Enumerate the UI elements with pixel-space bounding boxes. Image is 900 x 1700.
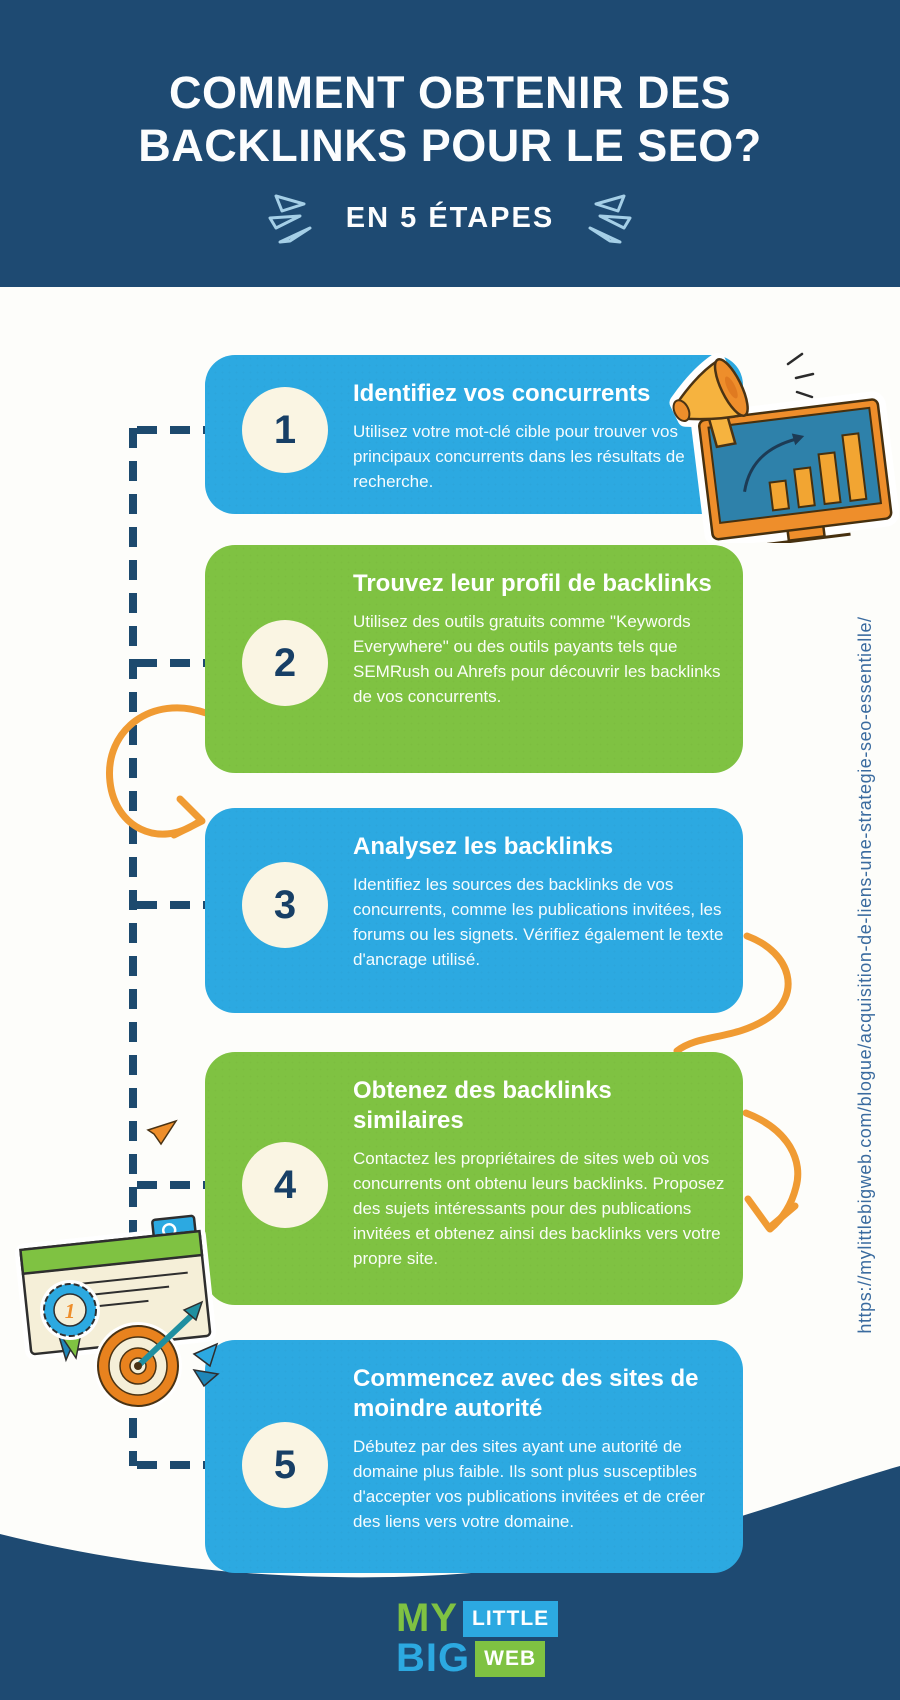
step-number-badge: 5: [242, 1422, 328, 1508]
curved-connector-right-icon: [673, 932, 792, 1055]
step-title: Commencez avec des sites de moindre auto…: [353, 1365, 699, 1422]
page-title: COMMENT OBTENIR DES BACKLINKS POUR LE SE…: [138, 67, 762, 171]
curved-arrow-left-icon: [106, 704, 210, 838]
burst-left-icon: [268, 194, 312, 244]
dart-icon: [135, 1313, 194, 1369]
step-description: Débutez par des sites ayant une autorité…: [353, 1437, 705, 1531]
bar-chart-icon: [768, 432, 868, 512]
logo-little: LITTLE: [463, 1600, 559, 1637]
award-ribbon-icon: 1: [40, 1280, 100, 1363]
step-description: Utilisez des outils gratuits comme "Keyw…: [353, 612, 721, 706]
brand-logo: MY LITTLE BIG WEB: [396, 1596, 559, 1680]
award-number: 1: [65, 1299, 76, 1323]
megaphone-icon: [672, 358, 749, 449]
step-title: Obtenez des backlinks similaires: [353, 1077, 612, 1134]
step-description: Identifiez les sources des backlinks de …: [353, 875, 724, 969]
step-description: Contactez les propriétaires de sites web…: [353, 1149, 725, 1268]
monitor-icon: [698, 398, 893, 543]
burst-right-icon: [588, 194, 632, 244]
header-banner: COMMENT OBTENIR DES BACKLINKS POUR LE SE…: [0, 0, 900, 287]
step-title: Trouvez leur profil de backlinks: [353, 570, 712, 597]
logo-row-top: MY LITTLE: [396, 1596, 559, 1640]
step-card-2: 2 Trouvez leur profil de backlinks Utili…: [205, 545, 743, 773]
step-number-badge: 3: [242, 862, 328, 948]
step-number-badge: 2: [242, 620, 328, 706]
subtitle: EN 5 ÉTAPES: [345, 201, 555, 234]
monitor-megaphone-illustration: [669, 352, 900, 543]
step-card-1: 1 Identifiez vos concurrents Utilisez vo…: [205, 355, 743, 514]
footer-wave: [0, 1466, 900, 1700]
logo-web: WEB: [475, 1640, 546, 1677]
certificate-target-illustration: 1: [14, 1119, 220, 1410]
step-card-3: 3 Analysez les backlinks Identifiez les …: [205, 808, 743, 1013]
bow-icon: [192, 1342, 220, 1388]
logo-my: MY: [396, 1596, 458, 1640]
step-card-5: 5 Commencez avec des sites de moindre au…: [205, 1340, 743, 1573]
step-description: Utilisez votre mot-clé cible pour trouve…: [353, 422, 685, 491]
step-number-badge: 4: [242, 1142, 328, 1228]
logo-big: BIG: [396, 1636, 471, 1680]
sound-lines-icon: [786, 352, 815, 399]
paper-plane-icon: [146, 1119, 178, 1146]
step-title: Analysez les backlinks: [353, 833, 614, 860]
step-card-4: 4 Obtenez des backlinks similaires Conta…: [205, 1052, 743, 1305]
step-title: Identifiez vos concurrents: [353, 380, 651, 407]
step-number-badge: 1: [242, 387, 328, 473]
target-icon: [94, 1300, 204, 1410]
logo-row-bottom: BIG WEB: [396, 1636, 558, 1680]
subtitle-row: EN 5 ÉTAPES: [0, 190, 900, 246]
